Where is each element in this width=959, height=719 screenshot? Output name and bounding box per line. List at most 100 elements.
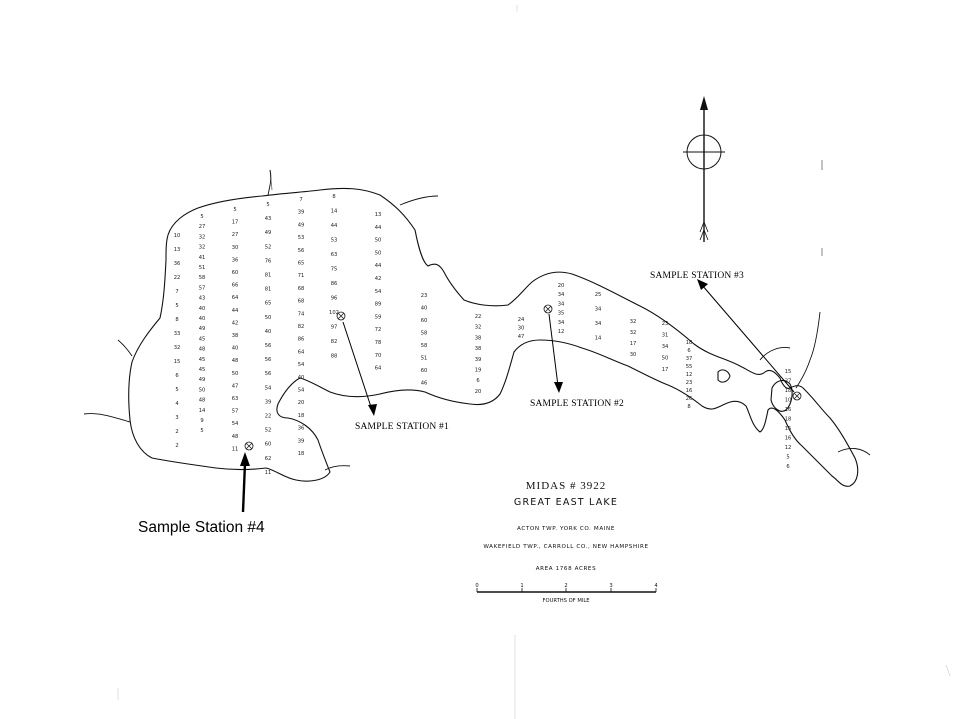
depth-sounding: 22 xyxy=(265,414,272,420)
depth-sounding: 32 xyxy=(475,325,482,331)
lake-shoreline xyxy=(128,187,859,487)
depth-sounding: 50 xyxy=(265,315,272,321)
depth-sounding: 18 xyxy=(785,417,792,423)
depth-sounding: 2 xyxy=(175,443,178,449)
depth-sounding: 50 xyxy=(375,238,382,244)
depth-sounding: 27 xyxy=(199,224,206,230)
depth-sounding: 72 xyxy=(375,327,382,333)
depth-sounding: 17 xyxy=(232,220,239,226)
depth-sounding: 41 xyxy=(199,255,206,261)
depth-sounding: 78 xyxy=(375,340,382,346)
depth-sounding: 42 xyxy=(232,320,239,326)
north-arrow-icon xyxy=(683,96,725,242)
depth-sounding: 68 xyxy=(298,299,305,305)
depth-sounding: 57 xyxy=(199,285,206,291)
depth-sounding: 86 xyxy=(298,337,305,343)
depth-sounding: 8 xyxy=(175,317,178,323)
station-4-arrow-icon xyxy=(240,452,250,513)
depth-sounding: 5 xyxy=(200,214,203,220)
depth-sounding: 48 xyxy=(232,358,239,364)
depth-sounding: 20 xyxy=(558,283,565,289)
depth-sounding: 5 xyxy=(233,207,236,213)
depth-sounding: 30 xyxy=(630,352,637,358)
depth-sounding: 71 xyxy=(298,273,305,279)
depth-sounding: 13 xyxy=(174,247,181,253)
depth-sounding: 23 xyxy=(421,293,428,299)
depth-sounding: 32 xyxy=(630,319,637,325)
depth-sounding: 11 xyxy=(265,470,272,476)
location-line-2: WAKEFIELD TWP., CARROLL CO., NEW HAMPSHI… xyxy=(483,544,648,550)
depth-sounding: 65 xyxy=(265,301,272,307)
station-4-marker-icon xyxy=(244,441,254,451)
depth-sounding: 7 xyxy=(299,197,302,203)
map-border-ticks xyxy=(269,160,823,256)
depth-sounding: 39 xyxy=(298,438,305,444)
depth-sounding: 49 xyxy=(298,222,305,228)
depth-sounding: 33 xyxy=(174,331,181,337)
depth-sounding: 13 xyxy=(375,212,382,218)
depth-sounding: 30 xyxy=(232,245,239,251)
depth-sounding: 58 xyxy=(421,331,428,337)
midas-number: MIDAS # 3922 xyxy=(526,480,606,492)
depth-sounding: 54 xyxy=(232,421,239,427)
depth-sounding: 19 xyxy=(475,368,482,374)
depth-sounding: 34 xyxy=(595,321,602,327)
depth-sounding: 26 xyxy=(686,396,693,402)
scale-caption: FOURTHS OF MILE xyxy=(543,598,590,604)
depth-sounding: 47 xyxy=(232,383,239,389)
depth-sounding: 10 xyxy=(174,233,181,239)
island-shoreline xyxy=(770,379,793,412)
depth-sounding: 56 xyxy=(265,357,272,363)
depth-sounding: 60 xyxy=(421,318,428,324)
lake-name: GREAT EAST LAKE xyxy=(514,497,618,508)
depth-sounding: 38 xyxy=(232,333,239,339)
depth-sounding: 6 xyxy=(786,464,789,470)
station-3-label: SAMPLE STATION #3 xyxy=(650,271,744,281)
depth-sounding: 49 xyxy=(265,230,272,236)
depth-sounding: 2 xyxy=(175,429,178,435)
depth-sounding: 36 xyxy=(232,257,239,263)
depth-sounding: 45 xyxy=(199,367,206,373)
depth-sounding: 5 xyxy=(175,303,178,309)
depth-sounding: 40 xyxy=(199,306,206,312)
depth-sounding: 30 xyxy=(518,326,525,332)
scan-artifact-line xyxy=(945,664,951,677)
depth-sounding: 54 xyxy=(375,289,382,295)
depth-sounding: 49 xyxy=(199,377,206,383)
depth-sounding: 42 xyxy=(375,276,382,282)
map-title-block: MIDAS # 3922 GREAT EAST LAKE ACTON TWP. … xyxy=(475,480,658,604)
depth-sounding: 27 xyxy=(232,232,239,238)
depth-sounding: 88 xyxy=(331,354,338,360)
depth-sounding: 75 xyxy=(331,267,338,273)
inlet-streams xyxy=(83,169,871,471)
depth-sounding: 18 xyxy=(298,413,305,419)
station-1-label: SAMPLE STATION #1 xyxy=(355,422,449,432)
depth-sounding: 44 xyxy=(331,223,338,229)
depth-sounding: 60 xyxy=(421,368,428,374)
depth-sounding: 52 xyxy=(265,428,272,434)
depth-sounding: 40 xyxy=(199,316,206,322)
depth-sounding: 56 xyxy=(298,248,305,254)
depth-sounding: 35 xyxy=(558,311,565,317)
depth-sounding: 60 xyxy=(265,442,272,448)
depth-sounding: 16 xyxy=(785,436,792,442)
depth-sounding: 15 xyxy=(785,369,792,375)
depth-sounding: 56 xyxy=(265,343,272,349)
depth-sounding: 39 xyxy=(298,210,305,216)
depth-sounding: 22 xyxy=(174,275,181,281)
depth-sounding: 14 xyxy=(595,336,602,342)
depth-sounding: 63 xyxy=(331,252,338,258)
depth-sounding: 34 xyxy=(662,344,669,350)
depth-sounding: 40 xyxy=(232,346,239,352)
depth-sounding: 32 xyxy=(199,245,206,251)
depth-sounding: 44 xyxy=(375,225,382,231)
depth-sounding: 48 xyxy=(199,347,206,353)
depth-sounding: 18 xyxy=(686,340,693,346)
depth-sounding: 17 xyxy=(630,341,637,347)
depth-sounding: 20 xyxy=(298,400,305,406)
depth-sounding: 32 xyxy=(174,345,181,351)
depth-sounding: 20 xyxy=(475,389,482,395)
depth-sounding: 34 xyxy=(595,307,602,313)
depth-sounding: 58 xyxy=(199,275,206,281)
